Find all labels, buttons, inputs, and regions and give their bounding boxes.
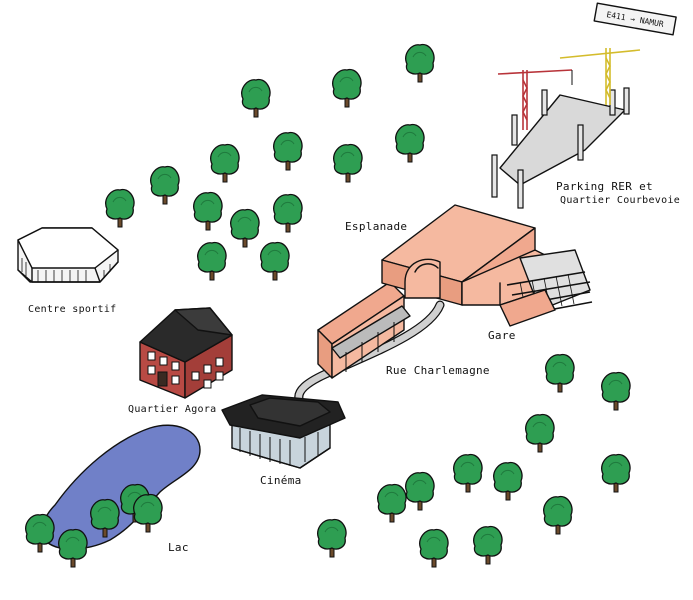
tree [333, 143, 363, 183]
label-lac: Lac [168, 541, 189, 554]
label-gare: Gare [488, 329, 516, 342]
tree [601, 371, 631, 411]
tree [197, 241, 227, 281]
tree [493, 461, 523, 501]
label-parking-line1: Parking RER et [556, 180, 653, 193]
tree [543, 495, 573, 535]
tree [230, 208, 260, 248]
tree [545, 353, 575, 393]
tree [377, 483, 407, 523]
tree [601, 453, 631, 493]
tree [273, 193, 303, 233]
tree [193, 191, 223, 231]
tree [90, 498, 120, 538]
tree [525, 413, 555, 453]
tree [395, 123, 425, 163]
tree [405, 43, 435, 83]
parking-rer [491, 48, 641, 209]
label-centre-sportif: Centre sportif [28, 304, 117, 315]
tree [453, 453, 483, 493]
tree [150, 165, 180, 205]
tree [25, 513, 55, 553]
tree [419, 528, 449, 568]
tree [105, 188, 135, 228]
tree [273, 131, 303, 171]
label-esplanade: Esplanade [345, 220, 407, 233]
tree [473, 525, 503, 565]
label-quartier-agora: Quartier Agora [128, 404, 217, 415]
esplanade-buildings [317, 204, 593, 379]
quartier-agora-building [139, 307, 233, 399]
highway-sign: E411 → NAMUR [593, 2, 677, 36]
label-parking-line2: Quartier Courbevoie [560, 195, 680, 206]
tree [58, 528, 88, 568]
label-rue-charlemagne: Rue Charlemagne [386, 364, 490, 377]
tree [260, 241, 290, 281]
tree [210, 143, 240, 183]
centre-sportif-building [17, 227, 119, 283]
tree [332, 68, 362, 108]
cinema-building [221, 394, 346, 469]
trees-layer [25, 43, 631, 568]
tree [405, 471, 435, 511]
label-cinema: Cinéma [260, 474, 302, 487]
tree [241, 78, 271, 118]
tree [317, 518, 347, 558]
tree [133, 493, 163, 533]
